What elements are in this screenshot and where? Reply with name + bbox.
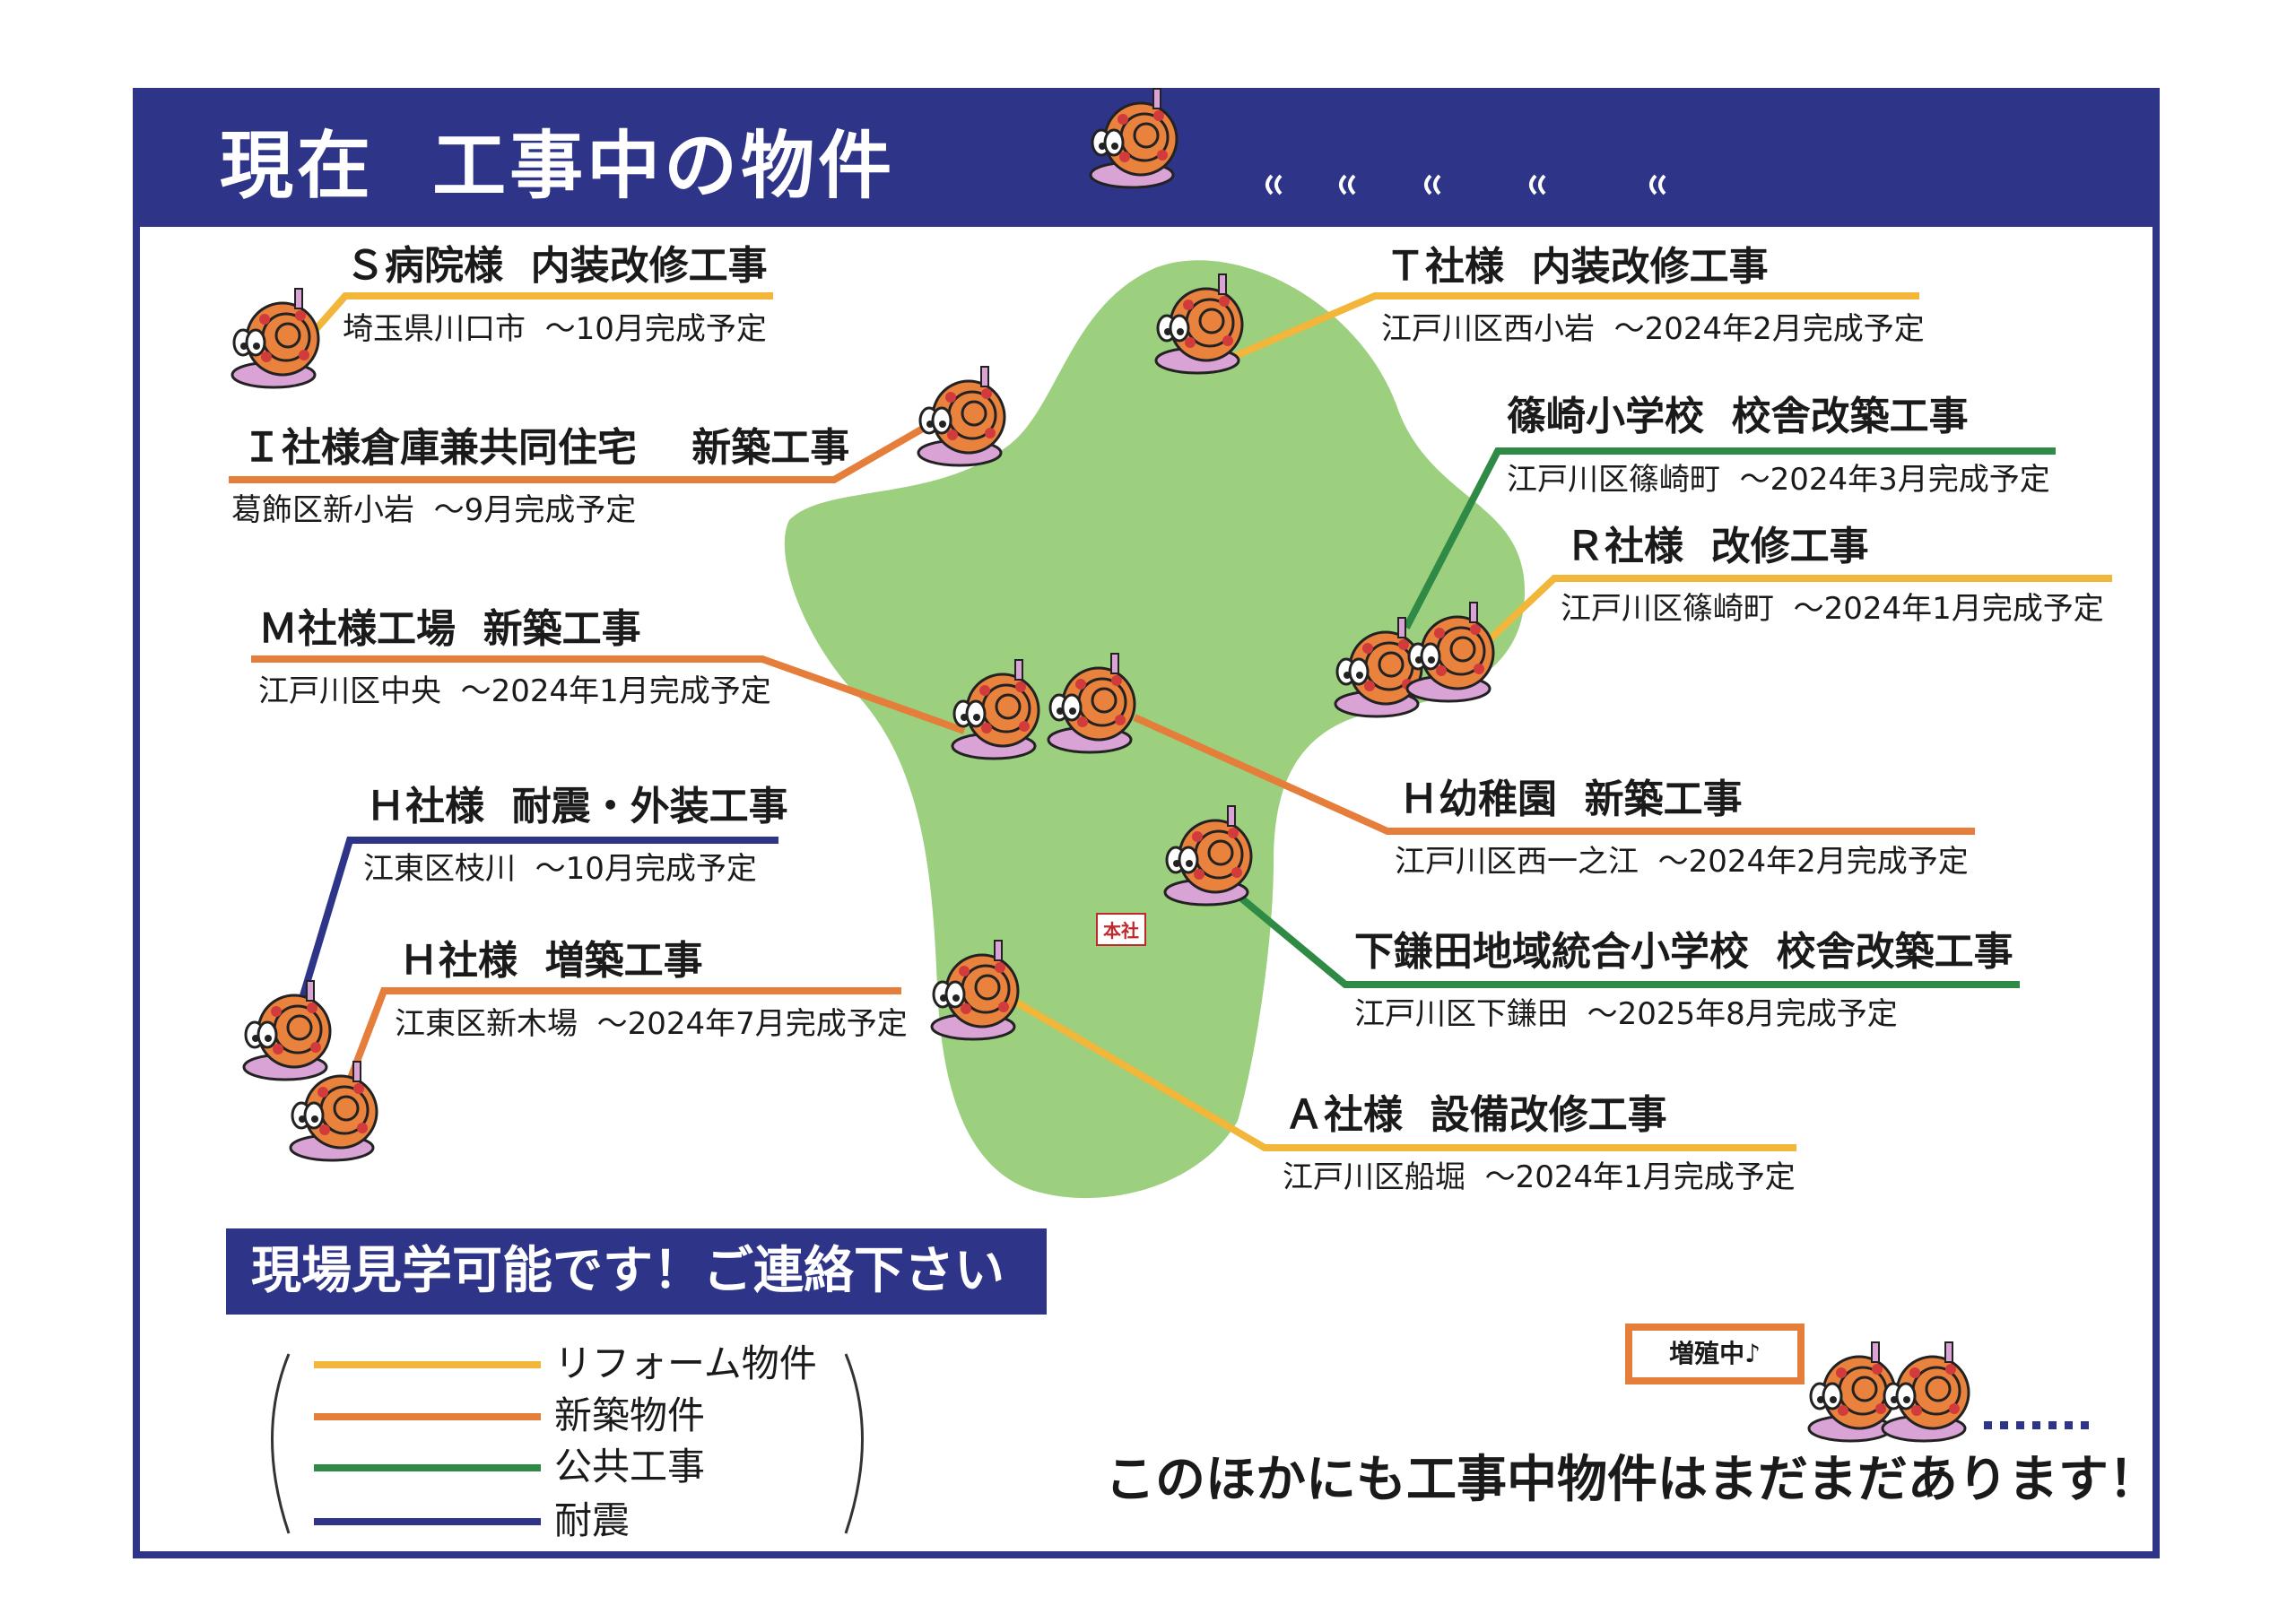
- snail-icon: [1089, 87, 1178, 189]
- project-location: 江戸川区中央 ～2024年1月完成予定: [258, 673, 771, 709]
- snail-icon: [917, 365, 1006, 467]
- legend-label: 公共工事: [554, 1445, 706, 1488]
- line-i-company: [229, 409, 952, 483]
- snail-icon: [242, 979, 332, 1081]
- project-title: Ｔ社様 内装改修工事: [1386, 244, 1769, 290]
- headquarters-label: 本社: [1096, 913, 1146, 946]
- project-location: 江戸川区篠崎町 ～2024年3月完成予定: [1507, 462, 2050, 498]
- project-location: 江戸川区船堀 ～2024年1月完成予定: [1283, 1159, 1796, 1195]
- project-location: 葛飾区新小岩 ～9月完成予定: [231, 492, 637, 528]
- site-visit-banner: 現場見学可能です！ご連絡下さい: [226, 1228, 1047, 1315]
- legend-brackets: [271, 1353, 864, 1534]
- project-location: 江戸川区西小岩 ～2024年2月完成予定: [1381, 311, 1925, 347]
- more-projects-text: このほかにも工事中物件はまだまだあります！: [1105, 1451, 2159, 1509]
- line-r-company: [1473, 575, 2112, 655]
- project-location: 江戸川区西一之江 ～2024年2月完成予定: [1395, 844, 1969, 880]
- line-m-company: [251, 655, 966, 734]
- page-title: 現在 工事中の物件: [220, 124, 896, 209]
- snail-icon: [1881, 1341, 1970, 1443]
- project-location: 埼玉県川口市 ～10月完成予定: [343, 311, 767, 347]
- dotted-trail: [1984, 1421, 2089, 1429]
- legend-label: 耐震: [554, 1498, 631, 1542]
- project-title: 篠崎小学校 校舎改築工事: [1507, 394, 1969, 439]
- line-h-company-seismic: [300, 837, 778, 997]
- project-title: Ｈ社様 増築工事: [399, 938, 703, 984]
- line-s-hospital: [309, 292, 773, 336]
- motion-marks-icon: [1265, 174, 1666, 195]
- callout-bubble: 増殖中♪: [1625, 1324, 1805, 1384]
- line-t-company: [1231, 292, 1919, 360]
- line-a-company: [1002, 992, 1796, 1151]
- legend-label: リフォーム物件: [554, 1341, 817, 1385]
- legend-label: 新築物件: [554, 1393, 706, 1437]
- project-location: 江戸川区篠崎町 ～2024年1月完成予定: [1561, 591, 2104, 627]
- project-title: Ｒ社様 改修工事: [1565, 524, 1869, 569]
- legend-lines: [314, 1361, 541, 1525]
- line-shinozaki-school: [1403, 447, 2056, 629]
- project-title: Ｓ病院様 内装改修工事: [345, 243, 768, 289]
- project-location: 江戸川区下鎌田 ～2025年8月完成予定: [1354, 996, 1898, 1032]
- line-shimokamata-school: [1226, 884, 2020, 988]
- project-title: 下鎌田地域統合小学校 校舎改築工事: [1354, 929, 2013, 975]
- project-title: Ｍ社様工場 新築工事: [258, 606, 641, 652]
- project-title: Ｈ幼稚園 新築工事: [1399, 777, 1743, 822]
- snail-icon: [230, 287, 320, 389]
- project-location: 江東区新木場 ～2024年7月完成予定: [395, 1006, 908, 1042]
- line-h-company-extension: [344, 987, 901, 1087]
- project-title: Ｉ社様倉庫兼共同住宅 新築工事: [242, 425, 850, 471]
- project-location: 江東区枝川 ～10月完成予定: [363, 851, 757, 887]
- project-title: Ａ社様 設備改修工事: [1284, 1092, 1667, 1138]
- project-title: Ｈ社様 耐震・外装工事: [366, 784, 788, 829]
- line-h-kindergarten: [1133, 714, 1975, 835]
